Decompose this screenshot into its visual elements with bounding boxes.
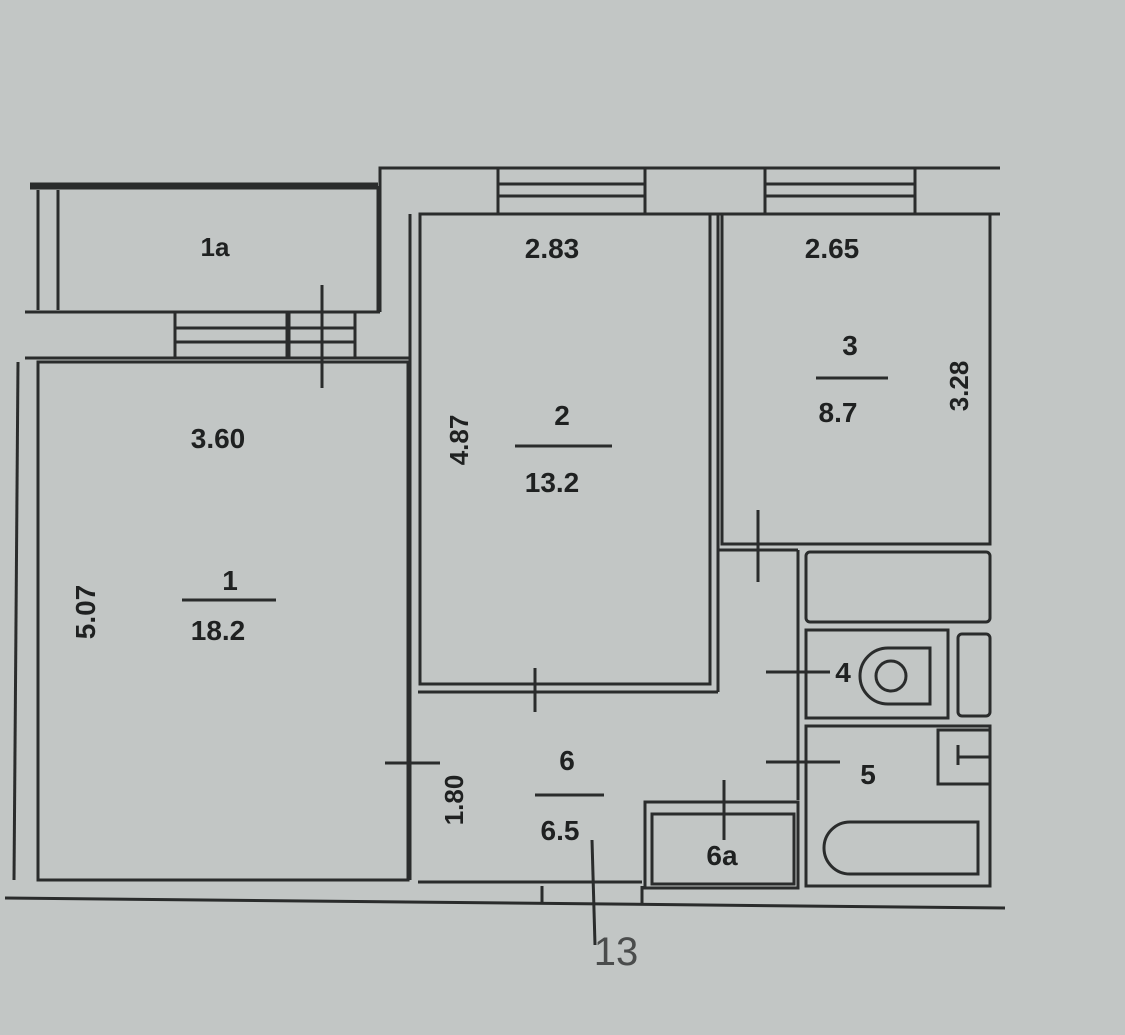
room-2 (408, 212, 720, 880)
room-2-area: 13.2 (525, 467, 580, 498)
room-1-number: 1 (222, 565, 238, 596)
room-6a-label: 6а (706, 840, 738, 871)
room-6-width: 1.80 (439, 775, 469, 826)
room-3-width: 2.65 (805, 233, 860, 264)
room-6-area: 6.5 (541, 815, 580, 846)
room-1a-label: 1а (201, 232, 230, 262)
room-1 (36, 360, 440, 882)
hallway-6 (418, 780, 800, 946)
room-1-length: 5.07 (70, 585, 101, 640)
room-4-number: 4 (835, 657, 851, 688)
room-3 (718, 212, 992, 582)
exterior-walls (4, 166, 1006, 910)
room-2-length: 4.87 (444, 415, 474, 466)
room-2-width: 2.83 (525, 233, 580, 264)
room-3-length: 3.28 (944, 361, 974, 412)
room-6-number: 6 (559, 745, 575, 776)
apartment-number: 13 (594, 930, 639, 974)
room-3-area: 8.7 (819, 397, 858, 428)
room-3-number: 3 (842, 330, 858, 361)
sanitary-block (766, 550, 992, 888)
room-2-number: 2 (554, 400, 570, 431)
room-5-number: 5 (860, 759, 876, 790)
room-1-area: 18.2 (191, 615, 246, 646)
room-1-width: 3.60 (191, 423, 246, 454)
